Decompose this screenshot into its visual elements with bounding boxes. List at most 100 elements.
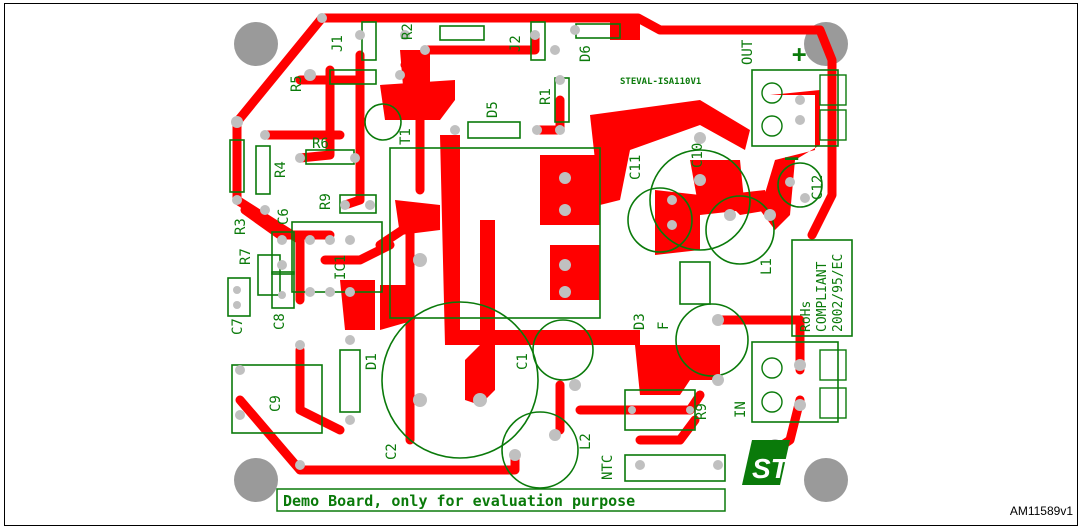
trace-ic1 — [320, 240, 395, 265]
c7-outline — [227, 277, 251, 317]
label-out: OUT — [740, 39, 756, 65]
trace-j1 — [340, 50, 365, 210]
ntc-outline — [624, 454, 726, 482]
d5-outline — [467, 121, 521, 139]
pour-ic1-pad — [340, 280, 375, 330]
trace-c9 — [295, 345, 345, 435]
rohs-mark: RoHs COMPLIANT 2002/95/EC — [799, 254, 846, 332]
label-r1: R1 — [538, 88, 554, 105]
l2-outline — [501, 411, 579, 489]
c1-outline — [532, 319, 594, 381]
label-d3: D3 — [632, 313, 648, 330]
label-r4: R4 — [273, 161, 289, 178]
label-c1: C1 — [515, 353, 531, 370]
j2-outline — [530, 21, 546, 61]
footer-note-text: Demo Board, only for evaluation purpose — [283, 492, 635, 510]
figure-frame — [4, 3, 1078, 526]
label-r7: R7 — [238, 248, 254, 265]
mount-hole-top-left — [234, 22, 278, 66]
mount-hole-bottom-left — [234, 458, 278, 502]
d1-outline — [339, 349, 361, 413]
c11-outline — [627, 187, 693, 253]
trace-f-in — [715, 315, 805, 375]
r4-outline — [255, 145, 271, 195]
l1-outline — [705, 195, 775, 265]
pour-d3-left — [550, 245, 600, 300]
label-c10: C10 — [690, 143, 706, 168]
c6-outline — [271, 231, 295, 275]
pour-d6 — [610, 20, 640, 40]
c9-outline — [231, 364, 323, 434]
plus-symbol: + — [792, 40, 806, 68]
pour-c10-left — [540, 155, 600, 225]
label-d6: D6 — [578, 45, 594, 62]
label-d5: D5 — [485, 101, 501, 118]
label-c11: C11 — [628, 155, 644, 180]
board-name: STEVAL-ISA110V1 — [620, 77, 701, 87]
label-j2: J2 — [508, 35, 524, 52]
st-logo-text: ST — [752, 453, 791, 484]
label-j1: J1 — [330, 35, 346, 52]
rohs-line-2: COMPLIANT — [815, 261, 830, 332]
trace-ic1-out — [375, 220, 415, 445]
r9-outline — [339, 194, 377, 214]
label-l1: L1 — [759, 258, 775, 275]
polarity-marks: + – — [785, 40, 806, 171]
rohs-box — [791, 239, 853, 337]
r5-outline — [329, 69, 377, 85]
label-ntc: NTC — [600, 455, 616, 480]
trace-top-loop — [232, 13, 837, 240]
figure-id: AM11589v1 — [1009, 504, 1073, 518]
j1-outline — [361, 21, 377, 61]
r2-outline — [439, 25, 485, 41]
pads — [231, 13, 810, 470]
pour-ic1-top — [395, 200, 440, 235]
in-connector-outline — [751, 341, 839, 423]
c8-outline — [271, 271, 295, 309]
label-c9: C9 — [268, 395, 284, 412]
label-c12: C12 — [810, 175, 826, 200]
label-d1: D1 — [364, 353, 380, 370]
trace-c1-bridge — [575, 390, 705, 415]
label-r3: R3 — [233, 218, 249, 235]
r7-outline — [257, 254, 281, 296]
trace-r5 — [295, 65, 335, 163]
label-c2: C2 — [384, 443, 400, 460]
copper-pours — [340, 20, 820, 405]
c10-outline — [649, 149, 751, 251]
label-t1: T1 — [398, 128, 414, 145]
trace-bottom — [235, 395, 520, 475]
t1-outline — [364, 103, 402, 141]
pour-c10-ring — [590, 100, 750, 205]
label-in: IN — [733, 401, 749, 418]
label-c8: C8 — [272, 313, 288, 330]
d3-outline — [679, 261, 711, 305]
r3-outline — [229, 139, 245, 193]
f-outline — [675, 303, 749, 377]
rohs-line-1: RoHs — [799, 301, 814, 332]
bridge-outline — [624, 389, 696, 431]
component-labels: J1 R2 J2 D6 R5 R1 D5 T1 R6 R4 R3 C6 R9 R… — [230, 23, 826, 480]
st-logo: ST — [742, 440, 791, 485]
label-r5: R5 — [289, 75, 305, 92]
silkscreen-outlines — [227, 21, 853, 489]
pour-f — [635, 345, 720, 395]
minus-symbol: – — [785, 146, 799, 171]
pour-out — [760, 90, 820, 230]
c12-outline — [777, 162, 823, 208]
label-r9: R9 — [318, 193, 334, 210]
mount-hole-bottom-right — [804, 458, 848, 502]
trace-r3-c6 — [240, 205, 335, 240]
label-f: F — [656, 322, 672, 330]
footer-note: Demo Board, only for evaluation purpose — [276, 488, 726, 512]
label-c7: C7 — [230, 318, 246, 335]
label-r2: R2 — [400, 23, 416, 40]
pour-center — [440, 135, 640, 345]
trace-left-edge — [232, 117, 305, 305]
trace-ntc — [635, 415, 700, 445]
label-bridge-r: R9 — [694, 403, 710, 420]
rohs-line-3: 2002/95/EC — [831, 254, 846, 332]
label-r6: R6 — [312, 136, 329, 152]
label-ic1: IC1 — [333, 255, 349, 280]
